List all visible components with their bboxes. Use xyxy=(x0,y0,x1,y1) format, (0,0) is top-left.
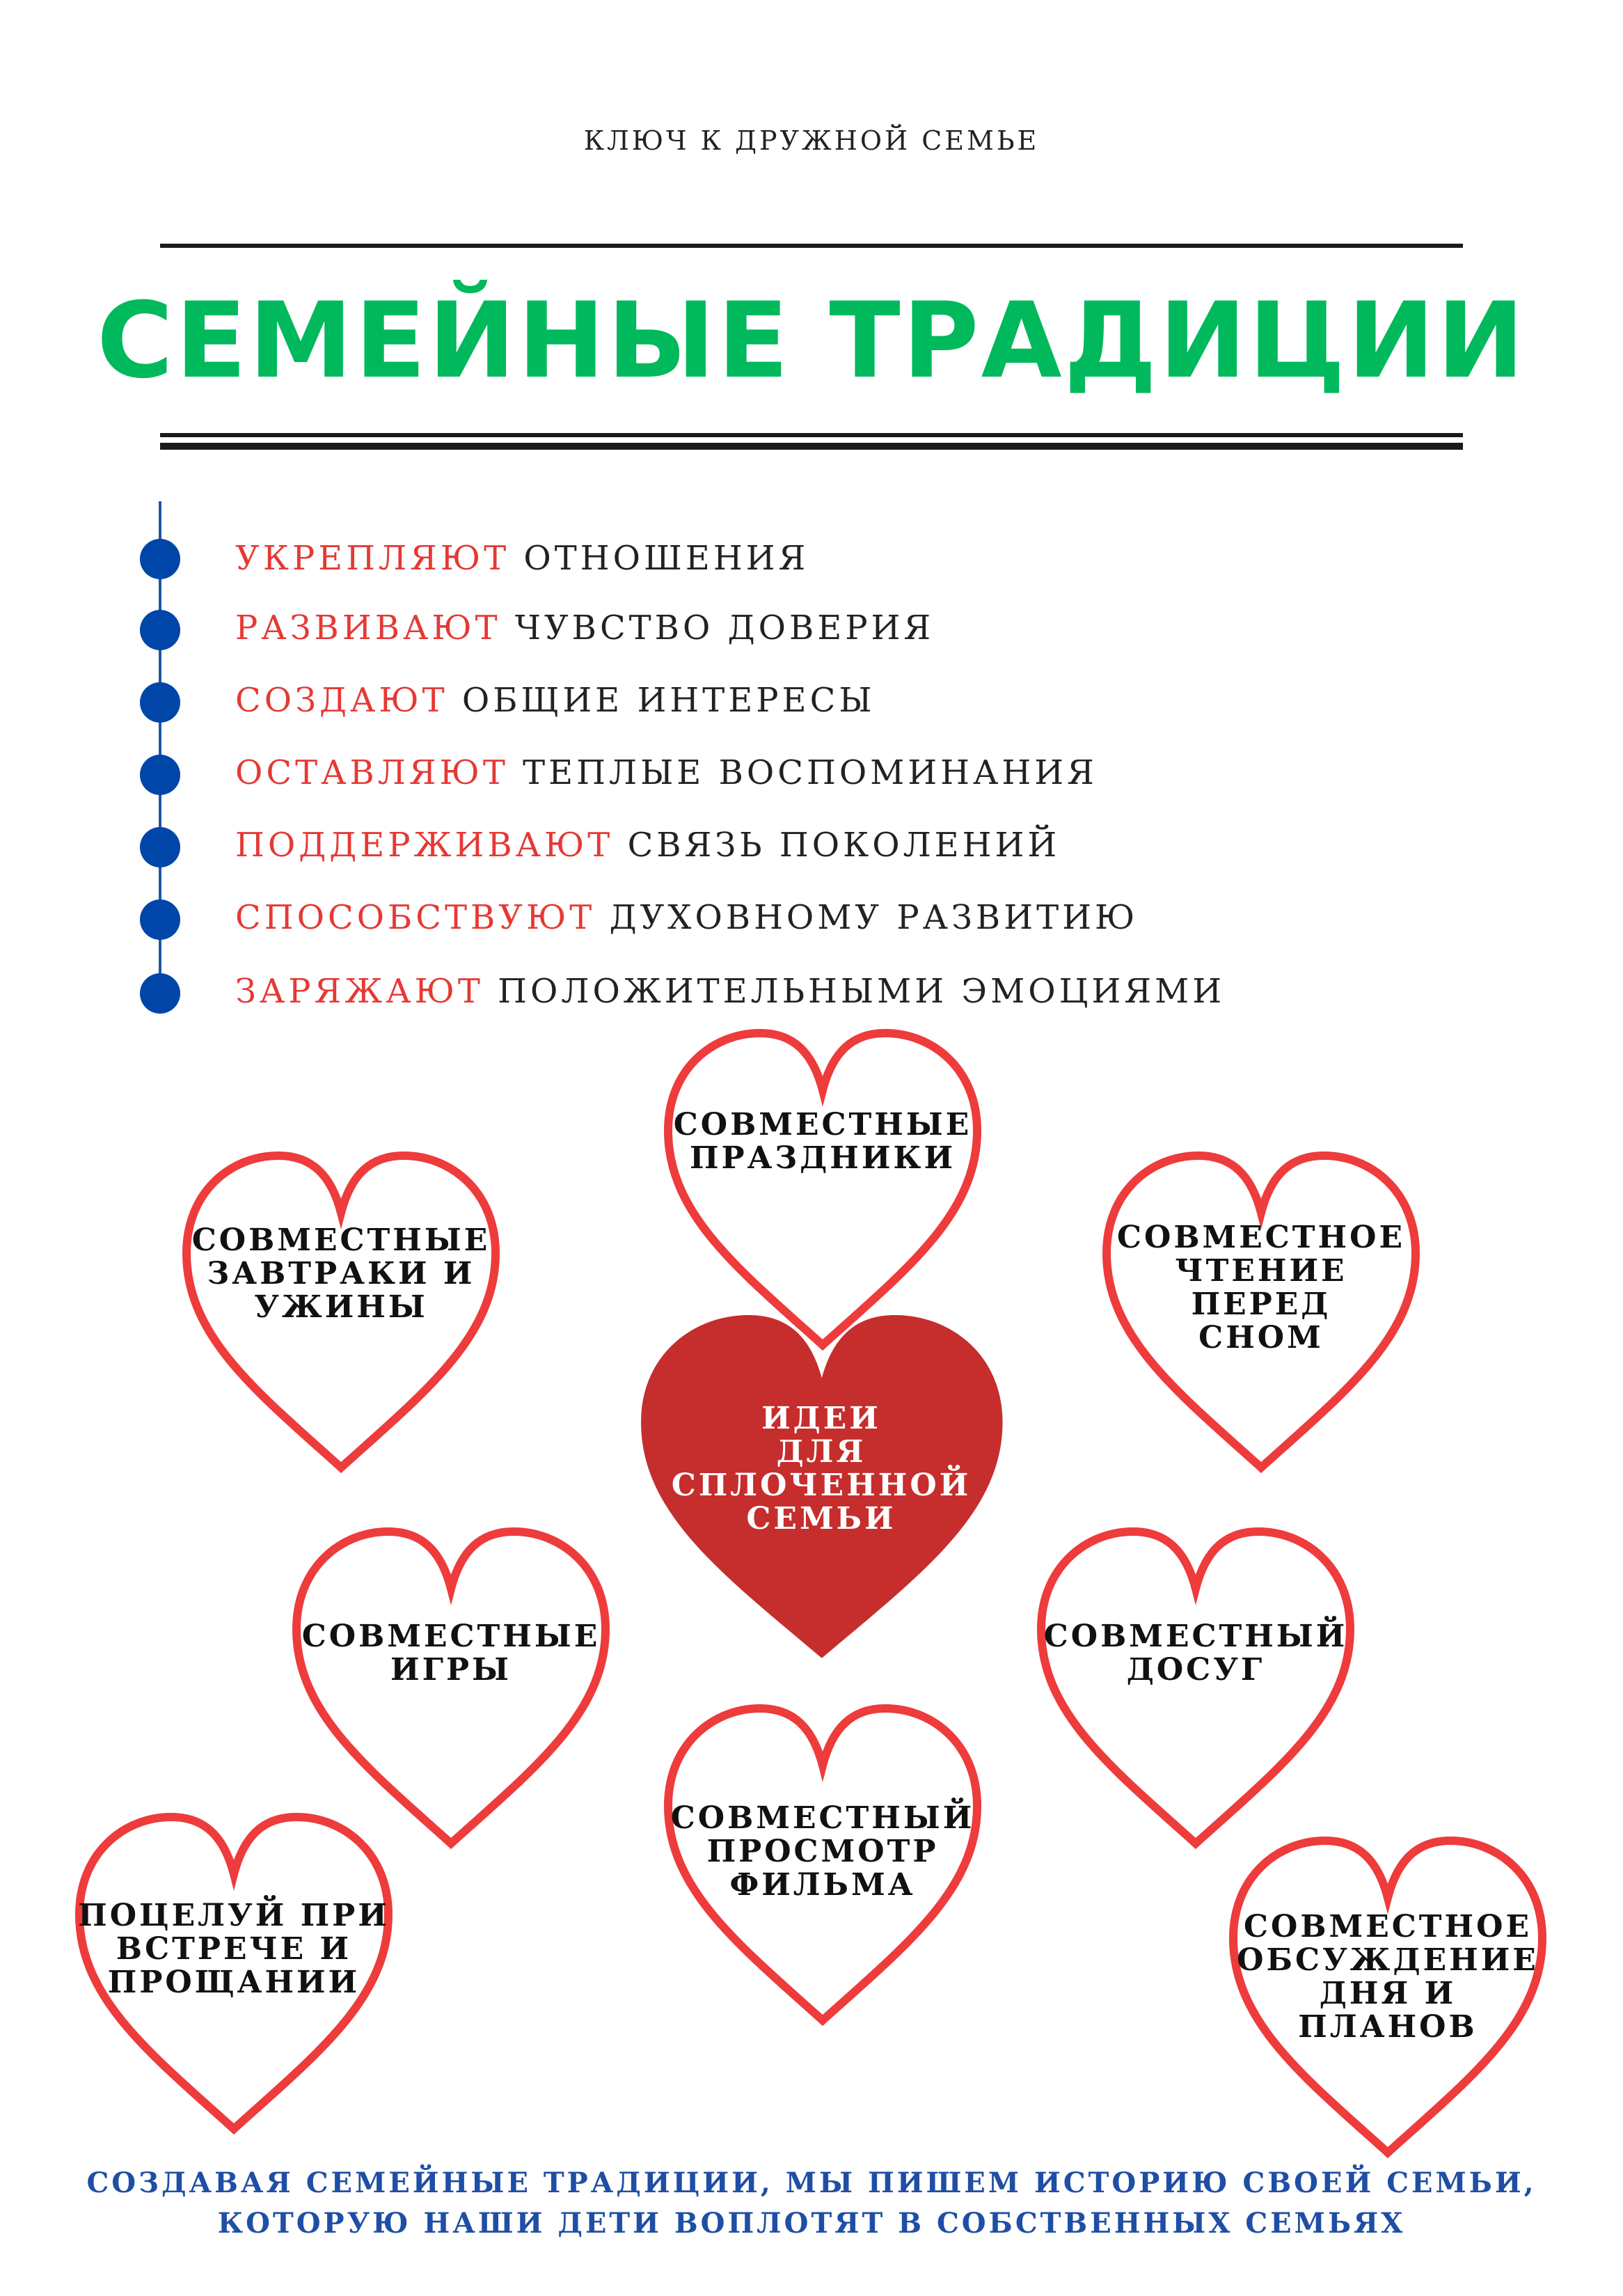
benefit-item: ОСТАВЛЯЮТ ТЕПЛЫЕ ВОСПОМИНАНИЯ xyxy=(235,753,1098,792)
idea-line: ПЛАНОВ xyxy=(1298,2009,1478,2045)
benefit-text: ДУХОВНОМУ РАЗВИТИЮ xyxy=(609,898,1139,937)
idea-line: ПЕРЕД xyxy=(1191,1287,1331,1322)
footer-quote-line-2: КОТОРУЮ НАШИ ДЕТИ ВОПЛОТЯТ В СОБСТВЕННЫХ… xyxy=(217,2207,1406,2240)
timeline-dot xyxy=(140,899,180,940)
benefit-item: УКРЕПЛЯЮТ ОТНОШЕНИЯ xyxy=(235,539,809,578)
idea-line: ОБСУЖДЕНИЕ xyxy=(1237,1942,1539,1978)
timeline-dot xyxy=(140,539,180,579)
idea-line: ИГРЫ xyxy=(390,1652,512,1688)
idea-line: ПРОЩАНИИ xyxy=(107,1965,361,2000)
idea-line: СОВМЕСТНЫЕ xyxy=(301,1619,601,1654)
center-line: СПЛОЧЕННОЙ xyxy=(671,1468,972,1503)
benefit-text: ЧУВСТВО ДОВЕРИЯ xyxy=(514,608,935,647)
timeline-line xyxy=(159,501,161,1002)
benefit-item: ЗАРЯЖАЮТ ПОЛОЖИТЕЛЬНЫМИ ЭМОЦИЯМИ xyxy=(235,972,1225,1011)
idea-line: ВСТРЕЧЕ И xyxy=(116,1931,352,1967)
idea-line: ПРАЗДНИКИ xyxy=(689,1140,956,1176)
benefit-verb: УКРЕПЛЯЮТ xyxy=(235,539,510,578)
timeline-dot xyxy=(140,973,180,1014)
benefit-text: ТЕПЛЫЕ ВОСПОМИНАНИЯ xyxy=(523,753,1098,792)
benefit-text: ОТНОШЕНИЯ xyxy=(523,539,809,578)
idea-line: УЖИНЫ xyxy=(254,1289,428,1325)
timeline-dot xyxy=(140,755,180,795)
idea-line: СОВМЕСТНЫЕ xyxy=(191,1222,491,1258)
bottom-rule-upper xyxy=(160,433,1463,437)
footer-quote-line-1: СОЗДАВАЯ СЕМЕЙНЫЕ ТРАДИЦИИ, МЫ ПИШЕМ ИСТ… xyxy=(86,2167,1537,2199)
idea-line: ФИЛЬМА xyxy=(729,1867,916,1903)
timeline-dot xyxy=(140,682,180,723)
top-rule xyxy=(160,244,1463,248)
page-title: СЕМЕЙНЫЕ ТРАДИЦИИ xyxy=(96,281,1527,402)
benefit-item: СПОСОБСТВУЮТ ДУХОВНОМУ РАЗВИТИЮ xyxy=(235,898,1138,937)
benefit-text: ПОЛОЖИТЕЛЬНЫМИ ЭМОЦИЯМИ xyxy=(498,972,1226,1011)
benefit-verb: РАЗВИВАЮТ xyxy=(235,608,501,647)
idea-line: СОВМЕСТНОЕ xyxy=(1117,1220,1405,1255)
benefit-item: СОЗДАЮТ ОБЩИЕ ИНТЕРЕСЫ xyxy=(235,681,876,720)
idea-line: ДОСУГ xyxy=(1126,1652,1265,1688)
idea-line: ЧТЕНИЕ xyxy=(1175,1253,1347,1289)
idea-line: СОВМЕСТНОЕ xyxy=(1244,1909,1532,1944)
idea-line: СНОМ xyxy=(1198,1320,1324,1355)
idea-line: СОВМЕСТНЫЙ xyxy=(1043,1619,1348,1654)
idea-line: ЗАВТРАКИ И xyxy=(207,1256,475,1291)
benefit-verb: СПОСОБСТВУЮТ xyxy=(235,898,596,937)
timeline-dot xyxy=(140,827,180,867)
idea-line: ПОЦЕЛУЙ ПРИ xyxy=(78,1898,390,1933)
benefit-text: ОБЩИЕ ИНТЕРЕСЫ xyxy=(461,681,876,720)
center-line: СЕМЬИ xyxy=(746,1501,896,1536)
idea-line: СОВМЕСТНЫЙ xyxy=(670,1800,975,1836)
bottom-rule-lower xyxy=(160,443,1463,450)
benefit-item: РАЗВИВАЮТ ЧУВСТВО ДОВЕРИЯ xyxy=(235,608,934,647)
center-line: ИДЕИ xyxy=(761,1401,881,1436)
idea-line: СОВМЕСТНЫЕ xyxy=(673,1107,972,1142)
idea-line: ПРОСМОТР xyxy=(706,1834,939,1869)
benefit-verb: ОСТАВЛЯЮТ xyxy=(235,753,509,792)
benefit-verb: ЗАРЯЖАЮТ xyxy=(235,972,484,1011)
kicker-text: КЛЮЧ К ДРУЖНОЙ СЕМЬЕ xyxy=(583,125,1040,156)
benefit-item: ПОДДЕРЖИВАЮТ СВЯЗЬ ПОКОЛЕНИЙ xyxy=(235,826,1060,865)
timeline-dot xyxy=(140,610,180,650)
benefit-verb: СОЗДАЮТ xyxy=(235,681,448,720)
benefit-verb: ПОДДЕРЖИВАЮТ xyxy=(235,826,614,865)
idea-line: ДНЯ И xyxy=(1319,1976,1457,2011)
center-line: ДЛЯ xyxy=(776,1434,866,1470)
benefit-text: СВЯЗЬ ПОКОЛЕНИЙ xyxy=(627,826,1061,865)
